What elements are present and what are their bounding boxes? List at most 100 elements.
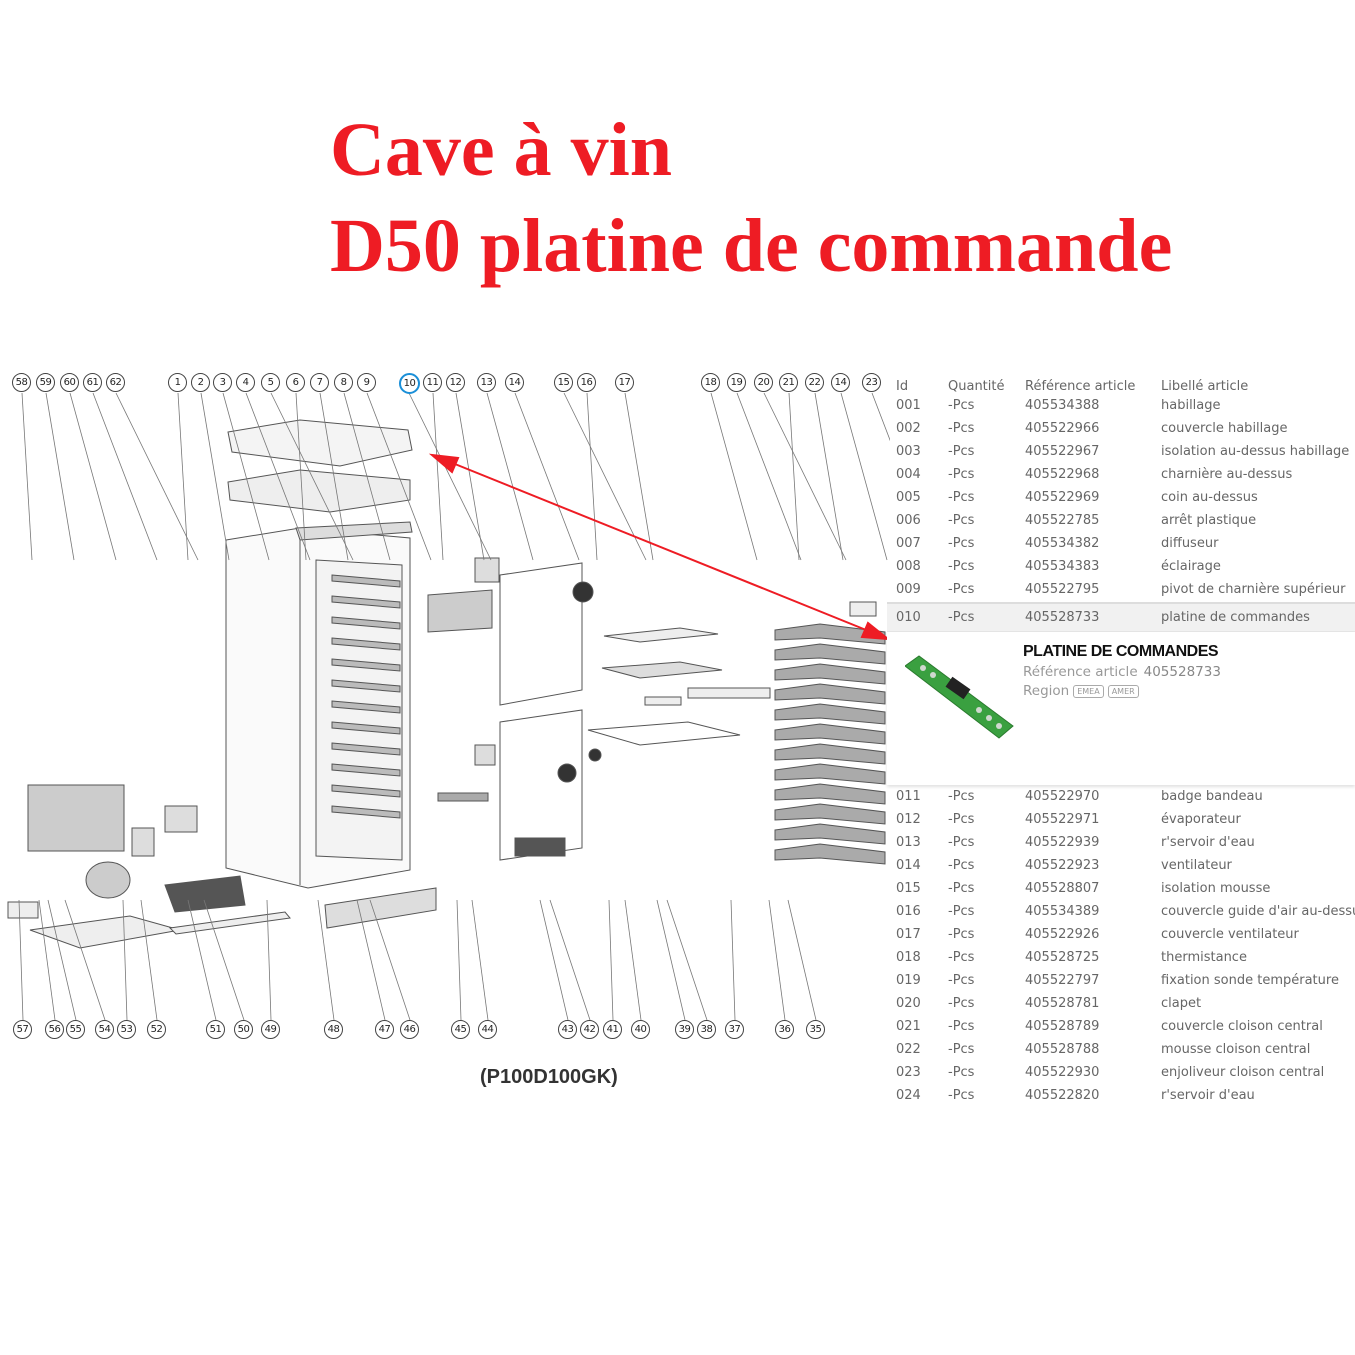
callout-19[interactable]: 19 [727, 373, 746, 392]
callout-2[interactable]: 2 [191, 373, 210, 392]
leader-line [710, 392, 758, 561]
callout-62[interactable]: 62 [106, 373, 125, 392]
callout-18[interactable]: 18 [701, 373, 720, 392]
cell-reference: 405534389 [1025, 904, 1100, 919]
callout-6[interactable]: 6 [286, 373, 305, 392]
callout-41[interactable]: 41 [603, 1020, 622, 1039]
callout-59[interactable]: 59 [36, 373, 55, 392]
callout-50[interactable]: 50 [234, 1020, 253, 1039]
callout-55[interactable]: 55 [66, 1020, 85, 1039]
callout-47[interactable]: 47 [375, 1020, 394, 1039]
callout-35[interactable]: 35 [806, 1020, 825, 1039]
cell-id: 007 [896, 536, 921, 551]
callout-36[interactable]: 36 [775, 1020, 794, 1039]
callout-46[interactable]: 46 [400, 1020, 419, 1039]
callout-5[interactable]: 5 [261, 373, 280, 392]
cell-reference: 405522785 [1025, 513, 1100, 528]
callout-57[interactable]: 57 [13, 1020, 32, 1039]
callout-38[interactable]: 38 [697, 1020, 716, 1039]
callout-21[interactable]: 21 [779, 373, 798, 392]
callout-40[interactable]: 40 [631, 1020, 650, 1039]
cell-id: 020 [896, 996, 921, 1011]
cell-id: 019 [896, 973, 921, 988]
callout-14[interactable]: 14 [505, 373, 524, 392]
callout-44[interactable]: 44 [478, 1020, 497, 1039]
cell-label: ventilateur [1161, 858, 1232, 873]
shelf [331, 784, 401, 798]
callout-45[interactable]: 45 [451, 1020, 470, 1039]
cell-quantity: -Pcs [948, 858, 975, 873]
shelf [331, 742, 401, 756]
callout-8[interactable]: 8 [334, 373, 353, 392]
callout-42[interactable]: 42 [580, 1020, 599, 1039]
callout-53[interactable]: 53 [117, 1020, 136, 1039]
leader-line [432, 392, 444, 561]
callout-49[interactable]: 49 [261, 1020, 280, 1039]
leader-line [787, 899, 817, 1021]
callout-54[interactable]: 54 [95, 1020, 114, 1039]
leader-line [768, 899, 786, 1021]
cell-reference: 405528725 [1025, 950, 1100, 965]
callout-13[interactable]: 13 [477, 373, 496, 392]
callout-61[interactable]: 61 [83, 373, 102, 392]
callout-43[interactable]: 43 [558, 1020, 577, 1039]
callout-58[interactable]: 58 [12, 373, 31, 392]
callout-7[interactable]: 7 [310, 373, 329, 392]
callout-60[interactable]: 60 [60, 373, 79, 392]
callout-10[interactable]: 10 [399, 373, 420, 394]
callout-20[interactable]: 20 [754, 373, 773, 392]
callout-37[interactable]: 37 [725, 1020, 744, 1039]
callout-4[interactable]: 4 [236, 373, 255, 392]
leader-line [92, 392, 158, 561]
shelf [331, 763, 401, 777]
callout-14[interactable]: 14 [831, 373, 850, 392]
callout-22[interactable]: 22 [805, 373, 824, 392]
callout-39[interactable]: 39 [675, 1020, 694, 1039]
callout-11[interactable]: 11 [423, 373, 442, 392]
callout-9[interactable]: 9 [357, 373, 376, 392]
callout-56[interactable]: 56 [45, 1020, 64, 1039]
region-tag-emea: EMEA [1073, 684, 1104, 698]
callout-51[interactable]: 51 [206, 1020, 225, 1039]
callout-12[interactable]: 12 [446, 373, 465, 392]
cell-id: 004 [896, 467, 921, 482]
callout-15[interactable]: 15 [554, 373, 573, 392]
callout-52[interactable]: 52 [147, 1020, 166, 1039]
callout-23[interactable]: 23 [862, 373, 881, 392]
cell-id: 002 [896, 421, 921, 436]
callout-3[interactable]: 3 [213, 373, 232, 392]
header-quantity: Quantité [948, 379, 1005, 394]
cell-quantity: -Pcs [948, 1042, 975, 1057]
callout-17[interactable]: 17 [615, 373, 634, 392]
callout-16[interactable]: 16 [577, 373, 596, 392]
leader-line [38, 899, 56, 1021]
table-row-selected[interactable]: 010 -Pcs 405528733 platine de commandes [887, 602, 1355, 633]
callout-48[interactable]: 48 [324, 1020, 343, 1039]
callout-1[interactable]: 1 [168, 373, 187, 392]
